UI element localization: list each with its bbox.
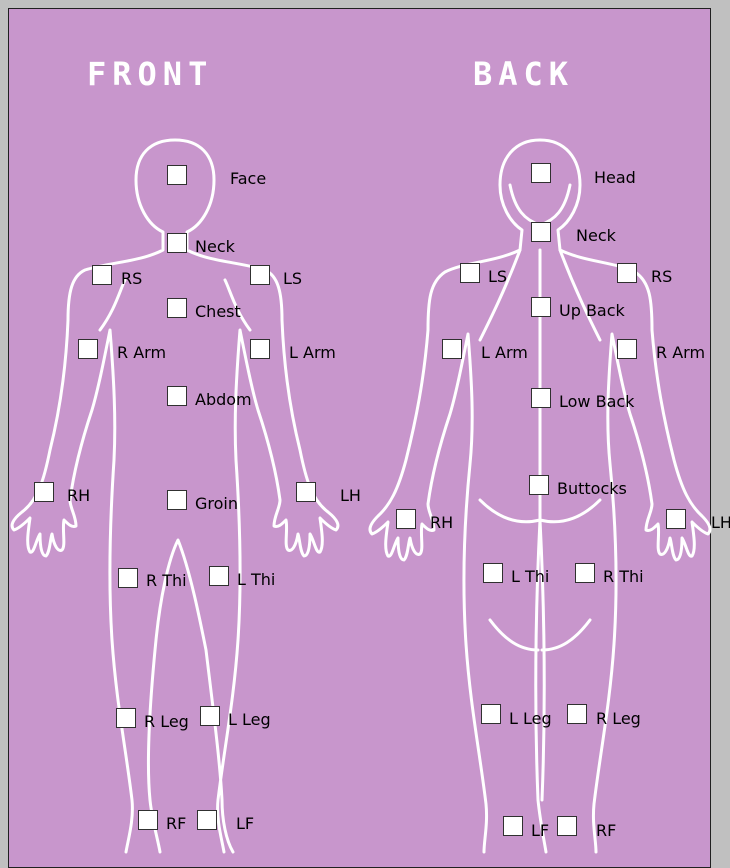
front-face-checkbox[interactable] xyxy=(167,165,187,185)
front-neck-label: Neck xyxy=(195,238,235,256)
front-ls-checkbox[interactable] xyxy=(250,265,270,285)
back-rf-checkbox[interactable] xyxy=(557,816,577,836)
front-lh-label: LH xyxy=(340,487,361,505)
front-face-label: Face xyxy=(230,170,266,188)
back-rs-label: RS xyxy=(651,268,672,286)
front-abdom-label: Abdom xyxy=(195,391,252,409)
front-neck-checkbox[interactable] xyxy=(167,233,187,253)
back-r-leg-label: R Leg xyxy=(596,710,641,728)
back-l-leg-checkbox[interactable] xyxy=(481,704,501,724)
front-l-arm-checkbox[interactable] xyxy=(250,339,270,359)
front-lf-label: LF xyxy=(236,815,254,833)
back-rh-label: RH xyxy=(430,514,453,532)
front-chest-label: Chest xyxy=(195,303,241,321)
back-r-arm-label: R Arm xyxy=(656,344,705,362)
back-l-thi-label: L Thi xyxy=(511,568,549,586)
back-heading: BACK xyxy=(473,58,574,90)
back-ls-label: LS xyxy=(488,268,507,286)
back-head-label: Head xyxy=(594,169,636,187)
front-r-arm-label: R Arm xyxy=(117,344,166,362)
front-rs-checkbox[interactable] xyxy=(92,265,112,285)
front-l-leg-checkbox[interactable] xyxy=(200,706,220,726)
back-lf-label: LF xyxy=(531,822,549,840)
front-r-arm-checkbox[interactable] xyxy=(78,339,98,359)
back-rf-label: RF xyxy=(596,822,616,840)
front-l-thi-label: L Thi xyxy=(237,571,275,589)
back-l-arm-label: L Arm xyxy=(481,344,528,362)
front-r-thi-checkbox[interactable] xyxy=(118,568,138,588)
front-lf-checkbox[interactable] xyxy=(197,810,217,830)
back-l-arm-checkbox[interactable] xyxy=(442,339,462,359)
front-lh-checkbox[interactable] xyxy=(296,482,316,502)
back-ls-checkbox[interactable] xyxy=(460,263,480,283)
back-head-checkbox[interactable] xyxy=(531,163,551,183)
front-heading: FRONT xyxy=(87,58,213,90)
back-up-back-checkbox[interactable] xyxy=(531,297,551,317)
back-buttocks-label: Buttocks xyxy=(557,480,627,498)
back-r-arm-checkbox[interactable] xyxy=(617,339,637,359)
front-abdom-checkbox[interactable] xyxy=(167,386,187,406)
back-l-leg-label: L Leg xyxy=(509,710,552,728)
back-low-back-checkbox[interactable] xyxy=(531,388,551,408)
back-buttocks-checkbox[interactable] xyxy=(529,475,549,495)
front-rs-label: RS xyxy=(121,270,142,288)
back-up-back-label: Up Back xyxy=(559,302,625,320)
front-groin-checkbox[interactable] xyxy=(167,490,187,510)
front-groin-label: Groin xyxy=(195,495,238,513)
back-rs-checkbox[interactable] xyxy=(617,263,637,283)
back-rh-checkbox[interactable] xyxy=(396,509,416,529)
front-rf-label: RF xyxy=(166,815,186,833)
back-r-thi-checkbox[interactable] xyxy=(575,563,595,583)
back-r-leg-checkbox[interactable] xyxy=(567,704,587,724)
front-l-leg-label: L Leg xyxy=(228,711,271,729)
front-l-arm-label: L Arm xyxy=(289,344,336,362)
back-r-thi-label: R Thi xyxy=(603,568,644,586)
front-rh-checkbox[interactable] xyxy=(34,482,54,502)
front-chest-checkbox[interactable] xyxy=(167,298,187,318)
front-r-thi-label: R Thi xyxy=(146,572,187,590)
front-ls-label: LS xyxy=(283,270,302,288)
back-neck-checkbox[interactable] xyxy=(531,222,551,242)
body-map-panel xyxy=(8,8,711,868)
back-lh-checkbox[interactable] xyxy=(666,509,686,529)
front-rf-checkbox[interactable] xyxy=(138,810,158,830)
back-neck-label: Neck xyxy=(576,227,616,245)
back-lh-label: LH xyxy=(711,514,730,532)
back-l-thi-checkbox[interactable] xyxy=(483,563,503,583)
front-r-leg-checkbox[interactable] xyxy=(116,708,136,728)
front-l-thi-checkbox[interactable] xyxy=(209,566,229,586)
front-rh-label: RH xyxy=(67,487,90,505)
front-r-leg-label: R Leg xyxy=(144,713,189,731)
back-lf-checkbox[interactable] xyxy=(503,816,523,836)
back-low-back-label: Low Back xyxy=(559,393,634,411)
